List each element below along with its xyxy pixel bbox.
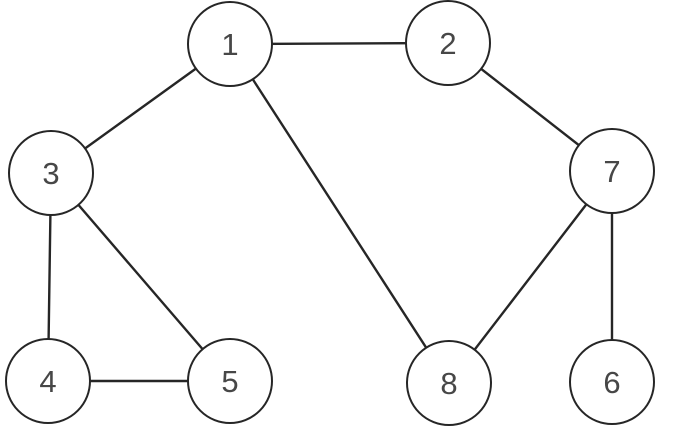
node-circle-4 bbox=[5, 338, 91, 424]
graph-node-5: 5 bbox=[187, 338, 273, 424]
graph-node-4: 4 bbox=[5, 338, 91, 424]
graph-node-2: 2 bbox=[405, 0, 491, 86]
node-circle-1 bbox=[187, 1, 273, 87]
graph-node-7: 7 bbox=[569, 128, 655, 214]
node-circle-6 bbox=[569, 339, 655, 425]
node-label-8: 8 bbox=[440, 366, 457, 401]
graph-node-8: 8 bbox=[406, 340, 492, 426]
node-circle-3 bbox=[8, 130, 94, 216]
node-label-1: 1 bbox=[221, 27, 238, 62]
graph-node-6: 6 bbox=[569, 339, 655, 425]
node-label-6: 6 bbox=[603, 365, 620, 400]
node-circle-5 bbox=[187, 338, 273, 424]
node-label-4: 4 bbox=[39, 364, 56, 399]
node-circle-8 bbox=[406, 340, 492, 426]
node-label-2: 2 bbox=[439, 26, 456, 61]
node-label-5: 5 bbox=[221, 364, 238, 399]
node-circle-7 bbox=[569, 128, 655, 214]
graph-node-3: 3 bbox=[8, 130, 94, 216]
node-circle-2 bbox=[405, 0, 491, 86]
node-label-7: 7 bbox=[603, 154, 620, 189]
node-label-3: 3 bbox=[42, 156, 59, 191]
graph-node-1: 1 bbox=[187, 1, 273, 87]
graph-edge-7-8 bbox=[447, 169, 614, 385]
graph-edge-1-8 bbox=[228, 42, 451, 385]
graph-edge-3-5 bbox=[49, 171, 232, 383]
